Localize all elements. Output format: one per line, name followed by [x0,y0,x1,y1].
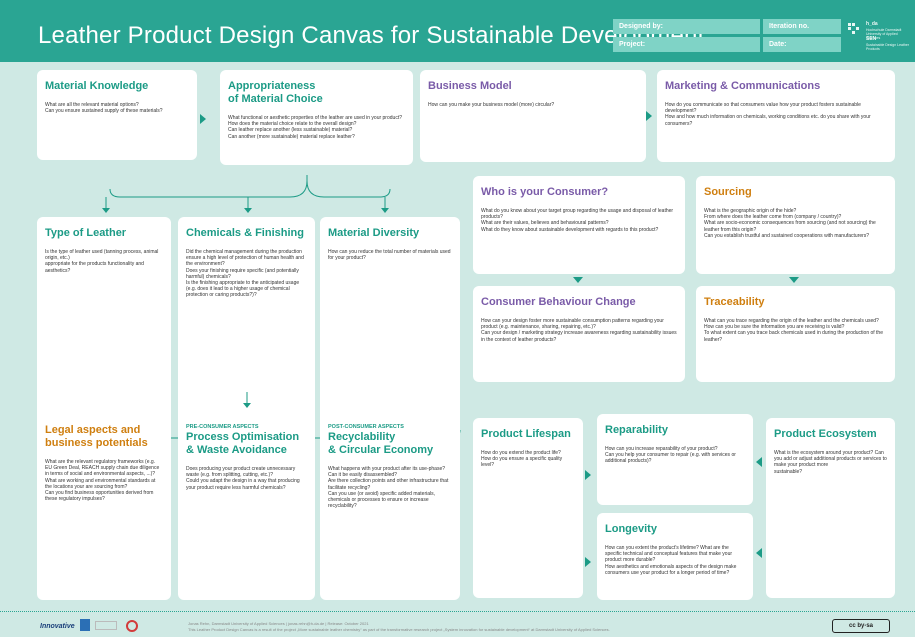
arrow-down-icon [573,277,583,283]
card-text: What is the geographic origin of the hid… [704,208,876,239]
arrow-left-icon [756,548,762,558]
card-title: Traceability [704,296,765,308]
card-text: How can your design foster more sustaina… [481,318,677,343]
card-text: How do you communicate so that consumers… [665,102,871,127]
arrow-right-icon [585,470,591,480]
card-text: What can you trace regarding the origin … [704,318,883,343]
sen-logo-label: SEN [866,36,877,42]
card-reparability: Reparability How can you increase repara… [597,414,753,505]
card-appropriateness: Appropriateness of Material Choice What … [220,70,413,165]
card-text: Did the chemical management during the p… [186,249,304,299]
card-title: Product Lifespan [481,428,571,440]
card-business-model: Business Model How can you make your bus… [420,70,646,162]
card-title: Recyclability & Circular Economy [328,431,434,456]
partner-logo-icon [126,620,138,632]
card-title: Who is your Consumer? [481,186,609,198]
project-field[interactable]: Project: [613,37,760,52]
card-title: Reparability [605,424,668,436]
card-ecosystem: Product Ecosystem What is the ecosystem … [766,418,895,598]
card-text: How can you make your business model (mo… [428,102,555,108]
iteration-field[interactable]: Iteration no. [763,19,841,34]
card-marketing: Marketing & Communications How do you co… [657,70,895,162]
arrow-right-icon [585,557,591,567]
card-traceability: Traceability What can you trace regardin… [696,286,895,382]
footer-divider [0,611,915,612]
card-title: Material Knowledge [45,80,149,92]
card-material-knowledge: Material Knowledge What are all the rele… [37,70,197,160]
card-text: What do you know about your target group… [481,208,674,233]
card-text: How can you extent the product's lifetim… [605,545,737,576]
card-text: How can you increase reparability of you… [605,446,736,465]
arrow-down-icon [789,277,799,283]
h-da-logo-label: h_da [866,21,878,27]
card-type-of-leather: Type of Leather Is the type of leather u… [37,217,171,429]
h-da-logo-text: Hochschule Darmstadt University of Appli… [866,28,902,40]
h-da-logo-icon [848,22,862,34]
connector-lines [243,392,251,408]
card-consumer-behaviour: Consumer Behaviour Change How can your d… [473,286,685,382]
arrow-left-icon [756,457,762,467]
card-title: Sourcing [704,186,752,198]
card-title: Appropriateness of Material Choice [228,80,323,105]
card-title: Material Diversity [328,227,420,239]
card-text: How do you extend the product life? How … [481,450,563,469]
date-field[interactable]: Date: [763,37,841,52]
arrow-right-icon [646,111,652,121]
card-longevity: Longevity How can you extent the product… [597,513,753,600]
cc-license-icon: cc by-sa [832,619,890,633]
card-title: Business Model [428,80,512,92]
card-title: Longevity [605,523,657,535]
card-lifespan: Product Lifespan How do you extend the p… [473,418,583,598]
footer-credit-line1: Jonas Rehn, Darmstadt University of Appl… [188,621,369,626]
sen-logo-text: Sustainable Design Leather Products [866,43,910,51]
card-title: Legal aspects and business potentials [45,424,148,449]
card-text: What are all the relevant material optio… [45,102,163,115]
innovative-logo: Innovative [40,623,75,630]
designed-by-field[interactable]: Designed by: [613,19,760,34]
innovative-logo-icon [80,619,90,631]
card-text: Is the type of leather used (tanning pro… [45,249,159,274]
card-recyclability: POST-CONSUMER ASPECTS Recyclability & Ci… [320,414,460,600]
footer-credit-line2: This Leather Product Design Canvas is a … [188,627,610,632]
card-text: What is the ecosystem around your produc… [774,450,887,475]
card-title: Consumer Behaviour Change [481,296,636,308]
card-text: Does producing your product create unnec… [186,466,300,491]
card-material-diversity: Material Diversity How can you reduce th… [320,217,460,429]
page-title: Leather Product Design Canvas for Sustai… [38,22,705,49]
card-process: PRE-CONSUMER ASPECTS Process Optimisatio… [178,414,315,600]
card-title: Product Ecosystem [774,428,877,440]
arrow-right-icon [200,114,206,124]
card-text: How can you reduce the total number of m… [328,249,451,262]
card-text: What happens with your product after its… [328,466,449,510]
card-legal: Legal aspects and business potentials Wh… [37,414,171,600]
card-consumer: Who is your Consumer? What do you know a… [473,176,685,274]
card-text: What functional or aesthetic properties … [228,115,402,140]
connector-lines [102,175,391,213]
card-sourcing: Sourcing What is the geographic origin o… [696,176,895,274]
card-title: Type of Leather [45,227,127,239]
card-subtitle: PRE-CONSUMER ASPECTS [186,424,259,430]
card-title: Marketing & Communications [665,80,821,92]
card-text: What are the relevant regulatory framewo… [45,459,160,503]
card-title: Process Optimisation & Waste Avoidance [186,431,300,456]
card-title: Chemicals & Finishing [186,227,304,239]
ministry-logo-icon [95,621,117,630]
header-bar [0,0,915,62]
card-subtitle: POST-CONSUMER ASPECTS [328,424,404,430]
